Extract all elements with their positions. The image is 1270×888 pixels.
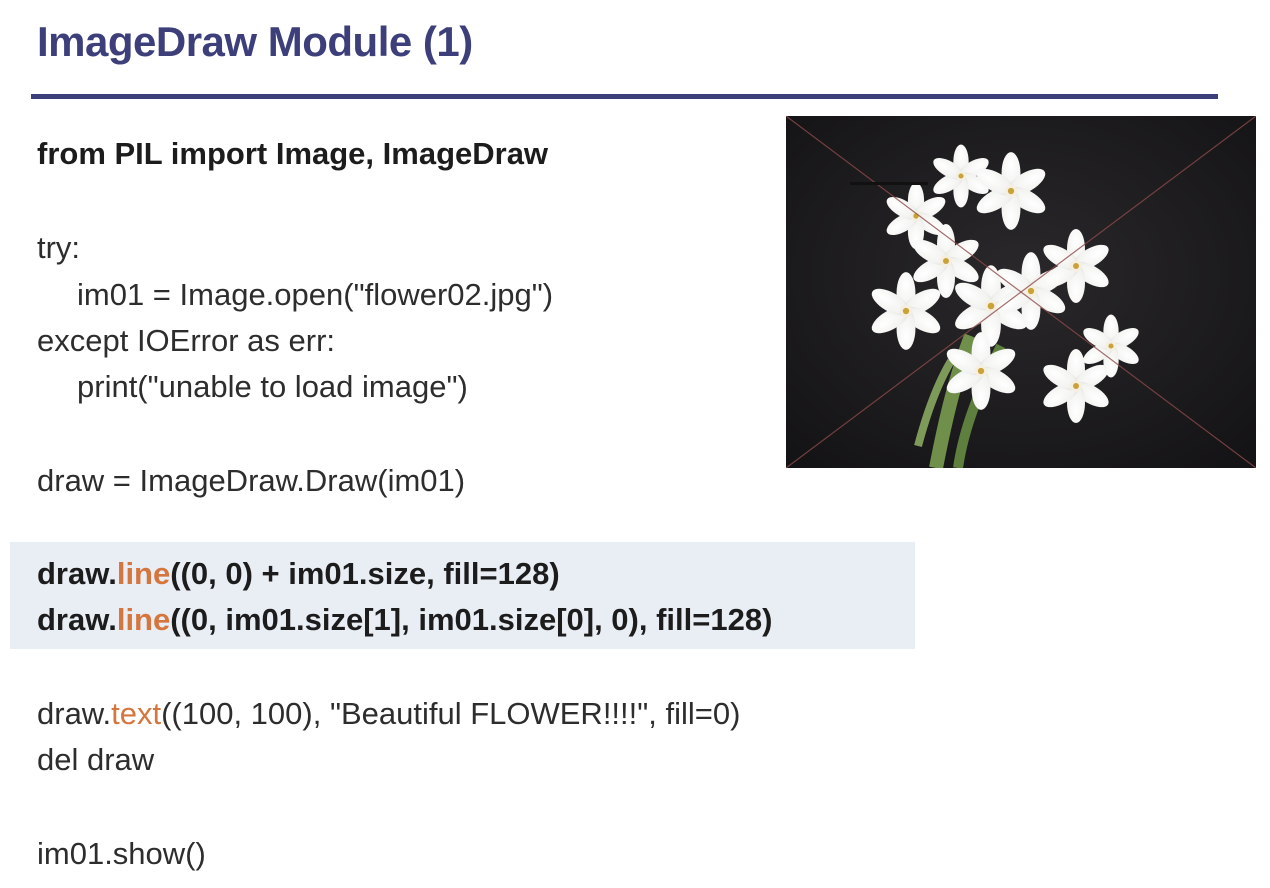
code-open-line: im01 = Image.open("flower02.jpg") — [77, 277, 554, 312]
flower-photo — [786, 116, 1256, 468]
code-draw-assign-line: draw = ImageDraw.Draw(im01) — [37, 463, 466, 498]
code-prefix: draw. — [37, 696, 112, 731]
code-args: ((0, im01.size[1], im01.size[0], 0), fil… — [170, 602, 773, 637]
code-prefix: draw. — [37, 602, 117, 637]
code-except-line: except IOError as err: — [37, 323, 336, 358]
code-draw-line-2: draw.line((0, im01.size[1], im01.size[0]… — [37, 602, 772, 638]
code-print-line: print("unable to load image") — [77, 369, 468, 404]
code-import-line: from PIL import Image, ImageDraw — [37, 136, 549, 171]
flower-image — [786, 116, 1256, 468]
slide-title: ImageDraw Module (1) — [37, 18, 473, 65]
code-args: ((100, 100), "Beautiful FLOWER!!!!", fil… — [161, 696, 741, 731]
code-try-line: try: — [37, 230, 81, 265]
code-del-line: del draw — [37, 742, 155, 777]
code-draw-line-1: draw.line((0, 0) + im01.size, fill=128) — [37, 556, 560, 592]
code-highlight-box — [10, 542, 915, 649]
code-method-line: line — [116, 602, 171, 637]
title-divider — [31, 94, 1218, 99]
code-show-line: im01.show() — [37, 836, 206, 871]
code-args: ((0, 0) + im01.size, fill=128) — [170, 556, 560, 591]
code-method-line: line — [116, 556, 171, 591]
code-prefix: draw. — [37, 556, 117, 591]
code-draw-text-line: draw.text((100, 100), "Beautiful FLOWER!… — [37, 696, 740, 732]
code-method-text: text — [111, 696, 162, 731]
